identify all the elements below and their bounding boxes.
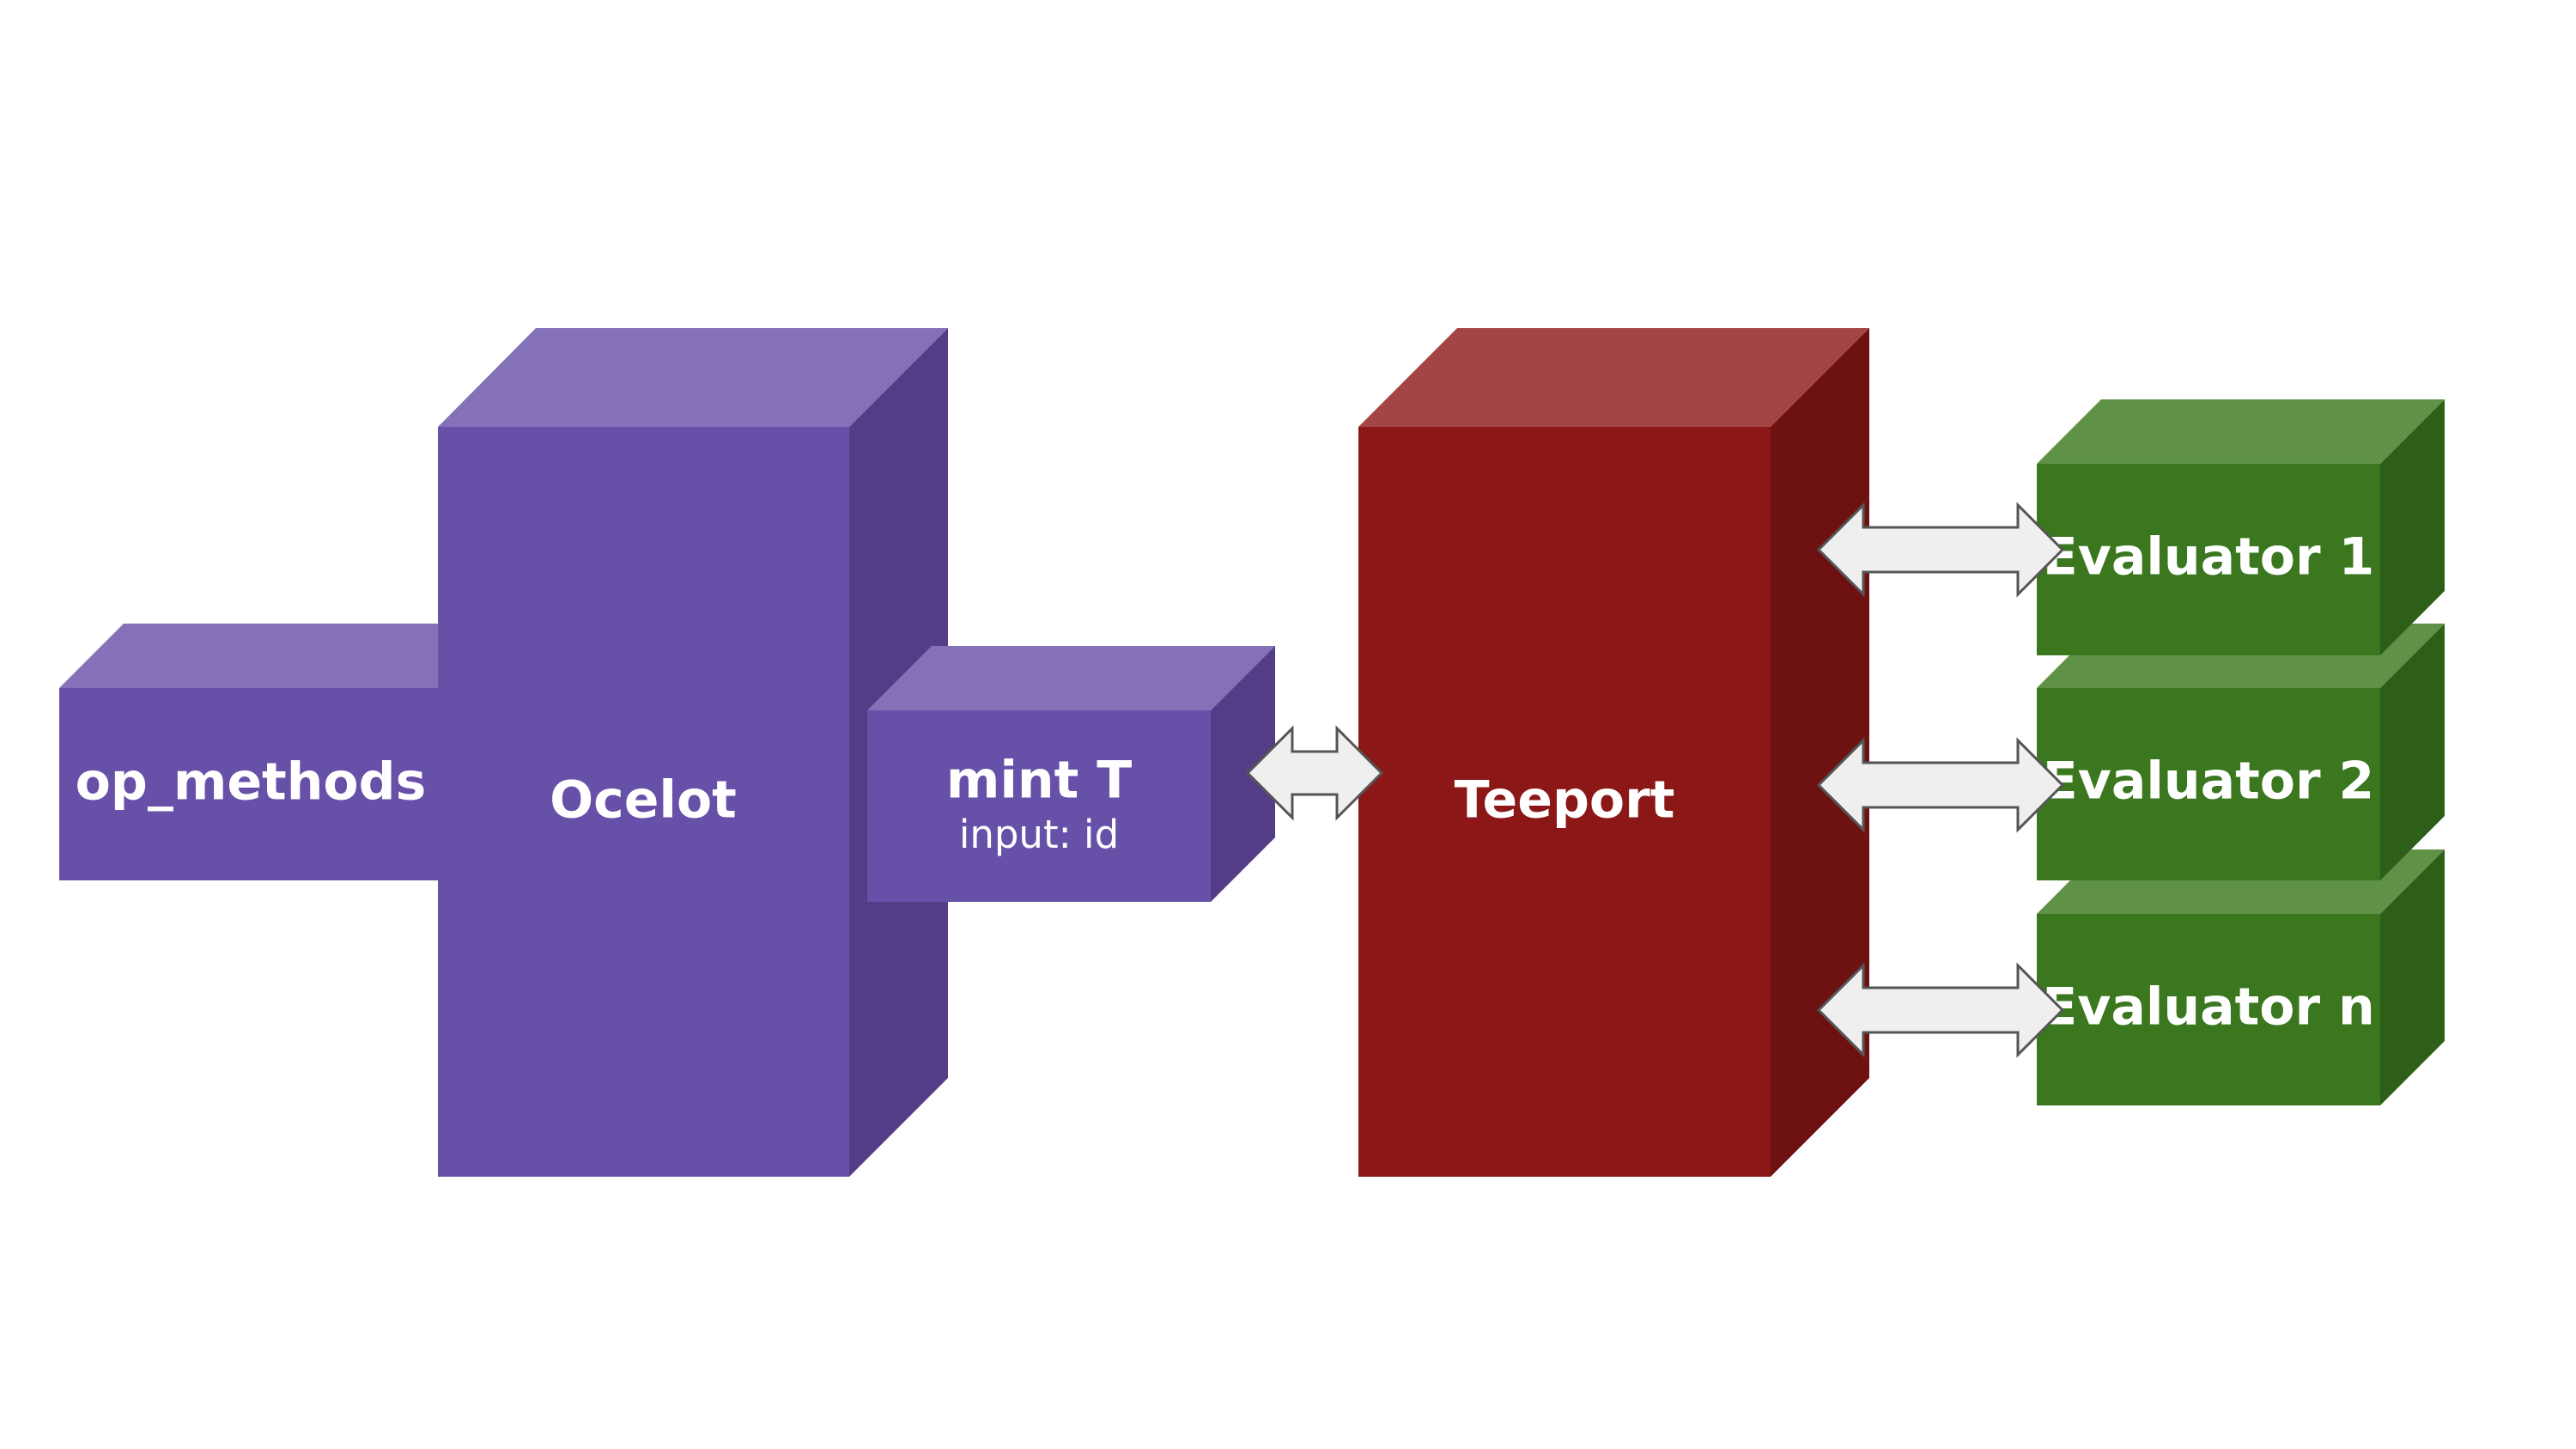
evaluator-n-label: Evaluator n	[2042, 977, 2374, 1038]
ocelot-front-face	[438, 427, 849, 1177]
double-arrow-mint-teeport	[1245, 725, 1384, 821]
op-methods-front-face	[59, 688, 438, 880]
teeport-label: Teeport	[1455, 770, 1675, 831]
ocelot-top-face	[438, 328, 948, 427]
mint-front-face	[867, 710, 1211, 902]
double-arrow-teeport-evaluator-n	[1816, 962, 2065, 1058]
teeport-front-face	[1358, 427, 1771, 1177]
mint-side-face	[1211, 646, 1275, 902]
evaluator-1-front-face	[2037, 464, 2380, 655]
evaluator-2-front-face	[2037, 688, 2380, 880]
teeport-block: Teeport	[1358, 328, 1869, 1177]
evaluator-1-top-face	[2037, 399, 2445, 464]
evaluator-n-block: Evaluator n	[2037, 849, 2445, 1105]
evaluator-1-label: Evaluator 1	[2043, 527, 2374, 588]
op-methods-top-face	[59, 624, 502, 688]
evaluator-n-front-face	[2037, 914, 2380, 1105]
ocelot-label: Ocelot	[550, 770, 737, 831]
mint-sublabel: input: id	[959, 812, 1119, 857]
evaluator-2-label: Evaluator 2	[2043, 752, 2374, 812]
evaluator-2-block: Evaluator 2	[2037, 624, 2445, 880]
evaluator-1-block: Evaluator 1	[2037, 399, 2445, 655]
evaluator-2-side-face	[2380, 624, 2445, 880]
op-methods-label: op_methods	[76, 752, 427, 813]
teeport-top-face	[1358, 328, 1869, 427]
mint-label: mint T	[946, 751, 1132, 811]
mint-block: mint T input: id	[867, 646, 1275, 902]
mint-top-face	[867, 646, 1275, 710]
evaluator-n-side-face	[2380, 849, 2445, 1105]
double-arrow-teeport-evaluator-1	[1816, 502, 2065, 598]
double-arrow-teeport-evaluator-2	[1816, 737, 2065, 833]
op-methods-block	[59, 624, 502, 880]
evaluator-1-side-face	[2380, 399, 2445, 655]
